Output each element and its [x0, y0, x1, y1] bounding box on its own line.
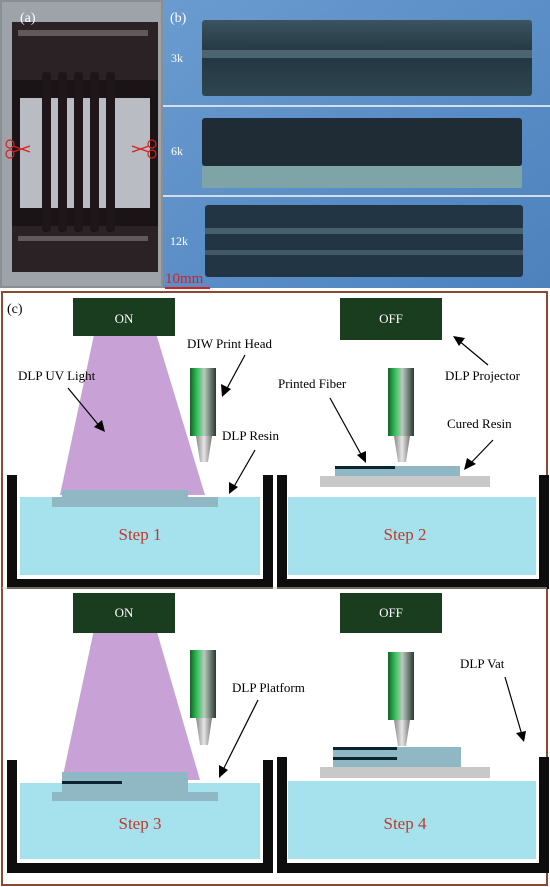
printed-fiber: [333, 747, 397, 750]
resin-bath: [288, 781, 536, 859]
arrow: [504, 676, 523, 736]
arrow: [67, 387, 102, 429]
step-2-diagram: OFF Printed Fiber DLP Projector Cured Re…: [277, 298, 549, 589]
fiber-strand: [58, 72, 67, 232]
specimen-top-grip: [12, 22, 158, 80]
dlp-projector-off: [340, 298, 442, 340]
nozzle-tip: [394, 436, 410, 462]
step-4-diagram: OFF DLP Vat Step 4: [277, 593, 549, 873]
uv-light-beam: [62, 625, 200, 780]
step-1-caption: Step 1: [119, 525, 162, 544]
label-dlp-resin: DLP Resin: [222, 428, 279, 443]
printed-fiber: [335, 466, 395, 469]
label-dlp-platform: DLP Platform: [232, 680, 305, 695]
resin-bath: [20, 497, 260, 575]
vat-wall: [7, 475, 273, 589]
arrow: [329, 397, 364, 459]
arrow: [457, 339, 489, 366]
vat-wall: [277, 475, 549, 589]
specimen-bottom-grip: [12, 226, 158, 272]
panel-c-label: (c): [7, 302, 23, 317]
dlp-projector-on: [73, 298, 175, 336]
step-2-caption: Step 2: [384, 525, 427, 544]
cured-layer: [52, 497, 218, 507]
dlp-projector-off: [340, 593, 442, 633]
fiber-strand: [106, 72, 115, 232]
fiber-strand: [74, 72, 83, 232]
arrow: [221, 699, 259, 773]
dlp-platform-submerged: [52, 792, 218, 801]
vat-wall: [277, 757, 549, 873]
specimen-bar-6k: [202, 118, 522, 166]
printed-fiber: [62, 781, 122, 784]
projector-state-label: OFF: [379, 311, 403, 326]
panel-a: (a): [0, 0, 163, 288]
step-4-caption: Step 4: [384, 814, 427, 833]
scale-bar-label: 10mm: [165, 271, 204, 287]
label-dlp-projector: DLP Projector: [445, 368, 521, 383]
projector-state-label: OFF: [379, 605, 403, 620]
label-dlp-vat: DLP Vat: [460, 656, 505, 671]
panel-c: (c) ON DIW Print Head DLP UV Light DLP R…: [1, 291, 549, 886]
panel-b: (b) 3k 6k 12k 10mm: [163, 0, 550, 289]
label-dlp-uv-light: DLP UV Light: [18, 368, 96, 383]
label-printed-fiber: Printed Fiber: [278, 376, 347, 391]
diw-print-head: [388, 368, 414, 436]
cured-resin-layer: [335, 466, 460, 476]
nozzle-tip: [196, 718, 212, 745]
step-1-diagram: ON DIW Print Head DLP UV Light DLP Resin…: [7, 298, 279, 589]
dlp-platform: [320, 476, 490, 487]
sample-label-6k: 6k: [171, 144, 183, 158]
dlp-platform: [320, 767, 490, 778]
fiber-strand: [42, 72, 51, 232]
nozzle-tip: [196, 436, 212, 462]
diw-print-head: [190, 650, 216, 718]
step-3-diagram: ON DLP Platform Step 3: [7, 593, 305, 873]
resin-bath: [288, 497, 536, 575]
diw-print-head: [388, 652, 414, 720]
arrow: [224, 354, 246, 393]
vat-wall: [7, 760, 273, 873]
cured-part: [62, 772, 188, 792]
uv-light-beam: [60, 330, 205, 495]
left-cut-mark-icon: [5, 139, 31, 159]
sample-label-3k: 3k: [171, 51, 183, 65]
projector-state-label: ON: [115, 605, 134, 620]
dlp-projector-on: [73, 593, 175, 633]
right-cut-mark-icon: [131, 139, 157, 159]
sample-label-12k: 12k: [170, 234, 188, 248]
arrow: [231, 449, 256, 491]
specimen-bar-12k: [205, 205, 523, 277]
diw-print-head: [190, 368, 216, 436]
panel-a-label: (a): [20, 11, 36, 26]
printed-fiber: [333, 757, 397, 760]
projector-state-label: ON: [115, 311, 134, 326]
fiber-strand: [90, 72, 99, 232]
panel-b-label: (b): [170, 11, 187, 26]
label-cured-resin: Cured Resin: [447, 416, 512, 431]
step-3-caption: Step 3: [119, 814, 162, 833]
nozzle-tip: [394, 720, 410, 746]
label-diw-print-head: DIW Print Head: [187, 336, 272, 351]
